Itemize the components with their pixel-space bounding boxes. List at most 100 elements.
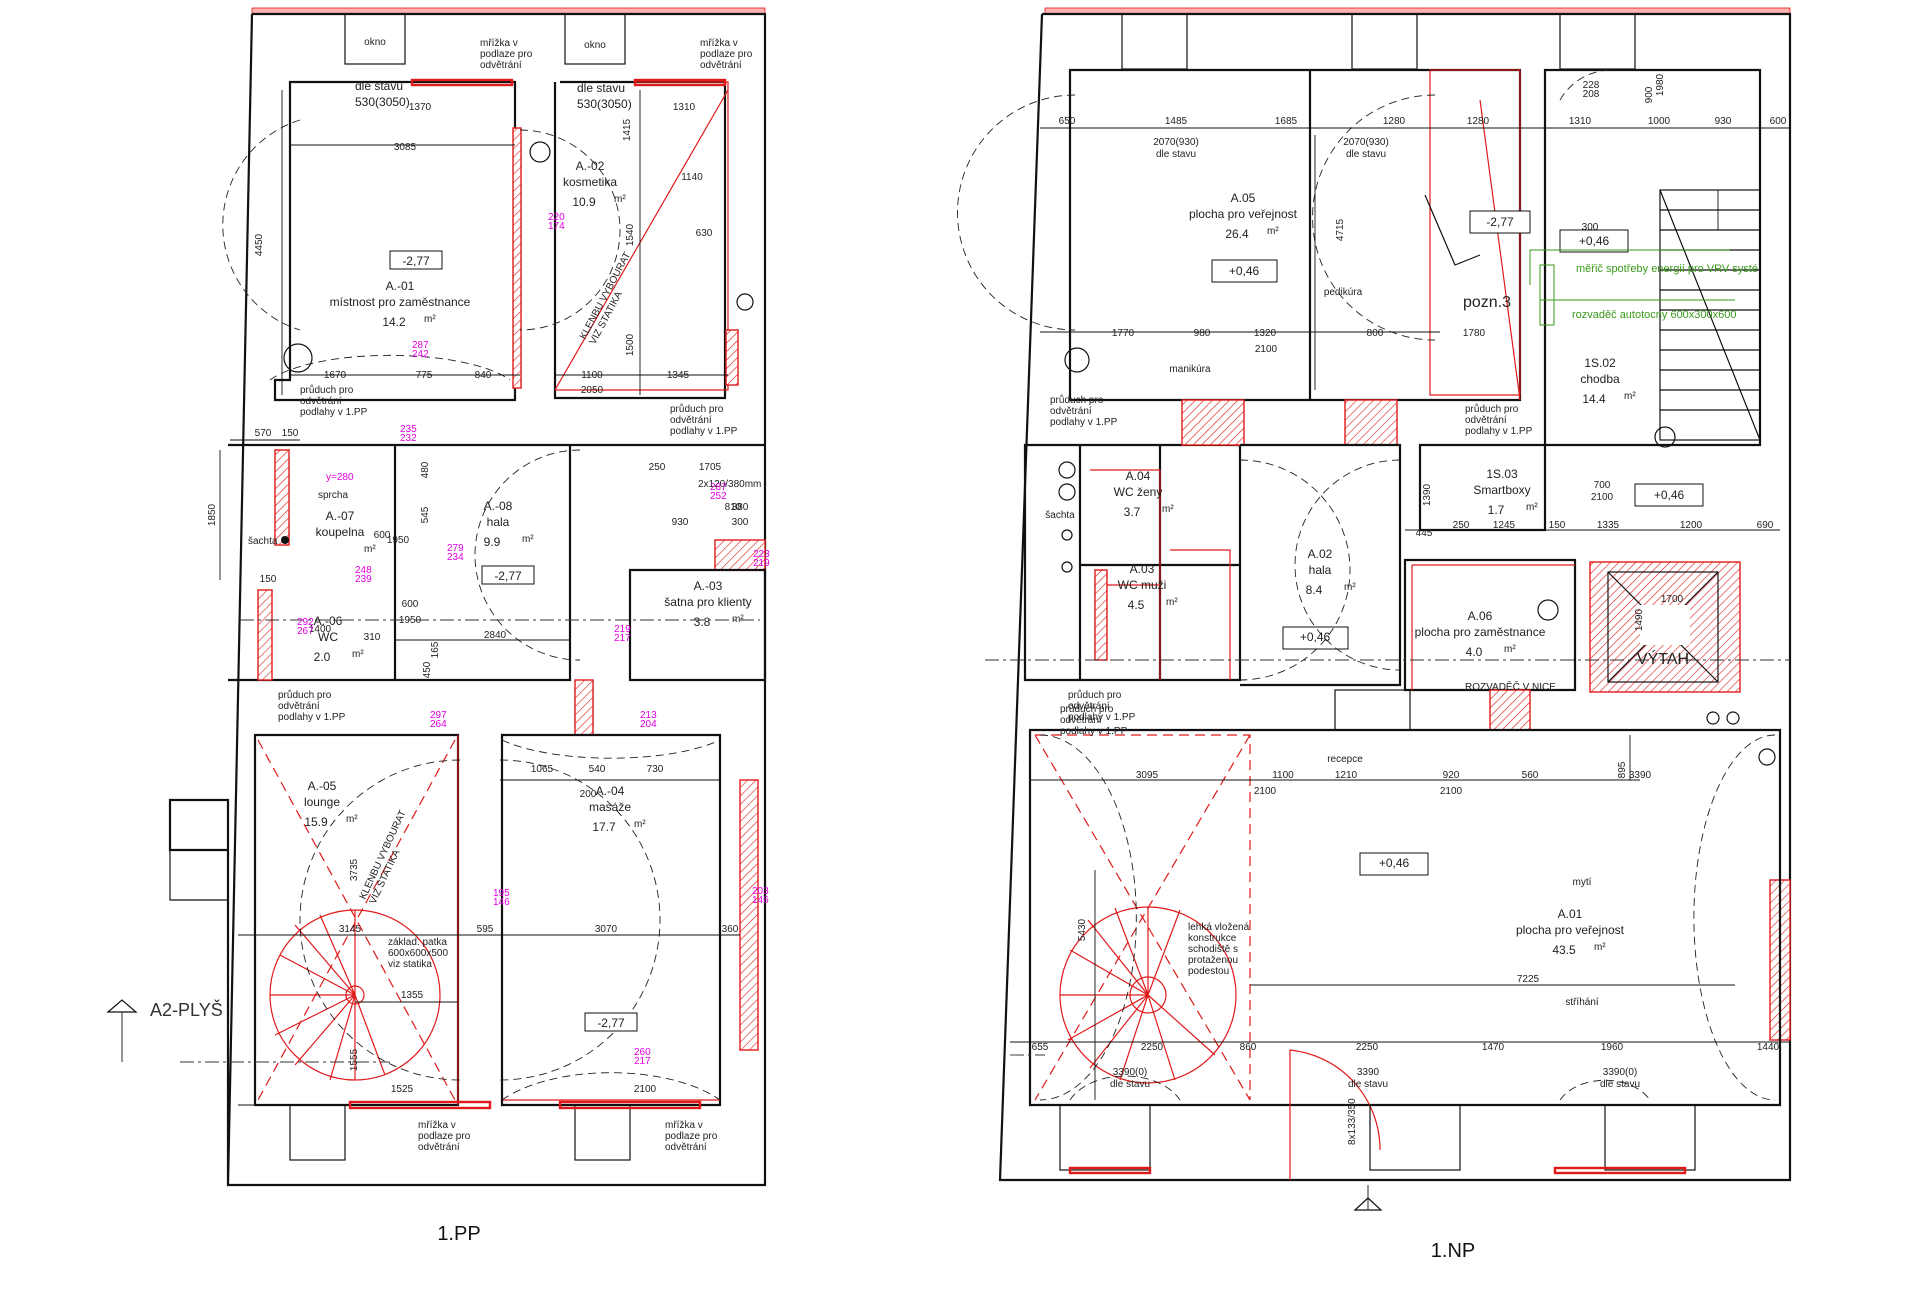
np-recepce: recepce xyxy=(1327,754,1363,765)
np-green-leader-1 xyxy=(1529,249,1730,285)
np-fixture-2 xyxy=(1058,461,1076,479)
pp-dim-33: 540 xyxy=(589,764,606,775)
np-room-1s03-label-area-unit: m² xyxy=(1526,502,1538,513)
pp-room-a01 xyxy=(273,80,517,402)
pp-room-a04-red xyxy=(457,735,720,1105)
pp-room-a05-label-name: lounge xyxy=(304,795,340,809)
np-room-a06-red xyxy=(1411,564,1575,690)
np-fixture-3 xyxy=(1058,483,1076,501)
pp-dim-18: 150 xyxy=(260,574,277,585)
pp-dim-34: 730 xyxy=(647,764,664,775)
np-sill-2 xyxy=(1553,1166,1687,1175)
pp-arc-7 xyxy=(501,739,721,759)
pp-room-a07-label-id: A.-07 xyxy=(326,509,355,523)
pp-hatch-4 xyxy=(574,679,594,736)
pp-dim-31: 1400 xyxy=(309,624,332,635)
np-room-a02-label-area-unit: m² xyxy=(1344,582,1356,593)
np-room-a03-label-area-unit: m² xyxy=(1166,597,1178,608)
np-dim-45: 860 xyxy=(1240,1042,1257,1053)
pp-dim-17: 1850 xyxy=(207,503,218,526)
pp-dim-30: 310 xyxy=(364,632,381,643)
pp-room-a02-label-area-unit: m² xyxy=(614,194,626,205)
np-room-a03-label-id: A.03 xyxy=(1130,562,1155,576)
np-dim-15: 2100 xyxy=(1255,344,1278,355)
title-1pp: 1.PP xyxy=(437,1223,480,1245)
np-dim-7: 930 xyxy=(1715,116,1732,127)
pp-dim-0: 1370 xyxy=(409,102,432,113)
np-dim-25: 1335 xyxy=(1597,520,1620,531)
np-room-1s02-label-id: 1S.02 xyxy=(1584,356,1616,370)
pp-dim-26: 300 xyxy=(732,517,749,528)
np-dim-30: 700 xyxy=(1594,480,1611,491)
np-dim-36: 560 xyxy=(1522,770,1539,781)
pp-window-4 xyxy=(574,1104,631,1161)
np-room-a06-label-area-value: 4.0 xyxy=(1466,645,1483,659)
pp-room-a02-label-area-value: 10.9 xyxy=(572,195,596,209)
np-dim-22: 250 xyxy=(1453,520,1470,531)
np-dim-23: 1245 xyxy=(1493,520,1516,531)
plan-1pp: A2-PLYŠ xyxy=(106,7,767,1187)
pp-room-a07-label-area: m² xyxy=(364,544,376,555)
np-room-a04-label-area-unit: m² xyxy=(1162,504,1174,515)
pp-dim-37: 595 xyxy=(477,924,494,935)
np-dim-46: 2250 xyxy=(1356,1042,1379,1053)
np-door-entrance xyxy=(1289,1049,1381,1180)
np-dim-16: 228 xyxy=(1583,80,1600,91)
pp-window-1 xyxy=(344,13,406,65)
pp-dim-36: 360 xyxy=(722,924,739,935)
np-dim-43: 655 xyxy=(1032,1042,1049,1053)
np-room-a01-label-area-value: 43.5 xyxy=(1552,943,1576,957)
pp-room-a04-label-name: masáže xyxy=(589,800,631,814)
pp-dim-47: 600 xyxy=(402,599,419,610)
np-level-4: +0,46 xyxy=(1300,630,1331,644)
pp-arc-4 xyxy=(299,759,461,1081)
pp-level-2: -2,77 xyxy=(494,569,522,583)
np-room-a03-label-area: 4.5 m² xyxy=(1128,597,1179,612)
np-room-a03-label-area-value: 4.5 xyxy=(1128,598,1145,612)
pp-dim-3: 1140 xyxy=(681,172,703,183)
pp-dimension-lines xyxy=(219,90,740,1106)
pp-level-box-1 xyxy=(389,250,443,270)
np-room-a02 xyxy=(1240,443,1402,687)
pp-dim-9: 1670 xyxy=(324,370,347,381)
pp-grille-1 xyxy=(348,1100,492,1110)
pp-dim-45: 600 xyxy=(374,530,391,541)
np-myti: mytí xyxy=(1573,877,1592,888)
pp-room-a01-label-name: místnost pro zaměstnance xyxy=(330,295,471,309)
pp-room-a04-label-area-unit: m² xyxy=(634,819,646,830)
np-fixture-10 xyxy=(1758,748,1776,766)
pp-niche xyxy=(169,849,229,901)
pp-dim-25: 380 xyxy=(732,502,749,513)
pp-dim-32: 1065 xyxy=(531,764,554,775)
pp-okno-1: okno xyxy=(364,37,386,48)
np-room-a06-label-name: plocha pro zaměstnance xyxy=(1415,625,1546,639)
pp-dim-48: 200 xyxy=(580,789,597,800)
pp-dim-12: 1100 xyxy=(581,370,603,381)
pp-dim-39: 1355 xyxy=(401,990,424,1001)
np-hatch-2 xyxy=(1344,399,1398,446)
np-hatch-1 xyxy=(1181,399,1245,446)
np-room-a06-label-area-unit: m² xyxy=(1504,644,1516,655)
np-dimension-lines xyxy=(1010,127,1790,1100)
pp-level-1: -2,77 xyxy=(402,254,430,268)
np-dim-11: 980 xyxy=(1194,328,1211,339)
pp-arc-8 xyxy=(269,354,511,381)
np-dim-47: 1470 xyxy=(1482,1042,1505,1053)
np-window-5 xyxy=(1369,1104,1461,1171)
np-spiral-stair xyxy=(1059,906,1237,1084)
pp-shaft-dot xyxy=(281,536,289,544)
np-room-1s02-label-name: chodba xyxy=(1580,372,1620,386)
np-room-a01-red xyxy=(1034,734,1251,1101)
np-room-a02-label-id: A.02 xyxy=(1308,547,1333,561)
np-dim-0: 650 xyxy=(1059,116,1076,127)
